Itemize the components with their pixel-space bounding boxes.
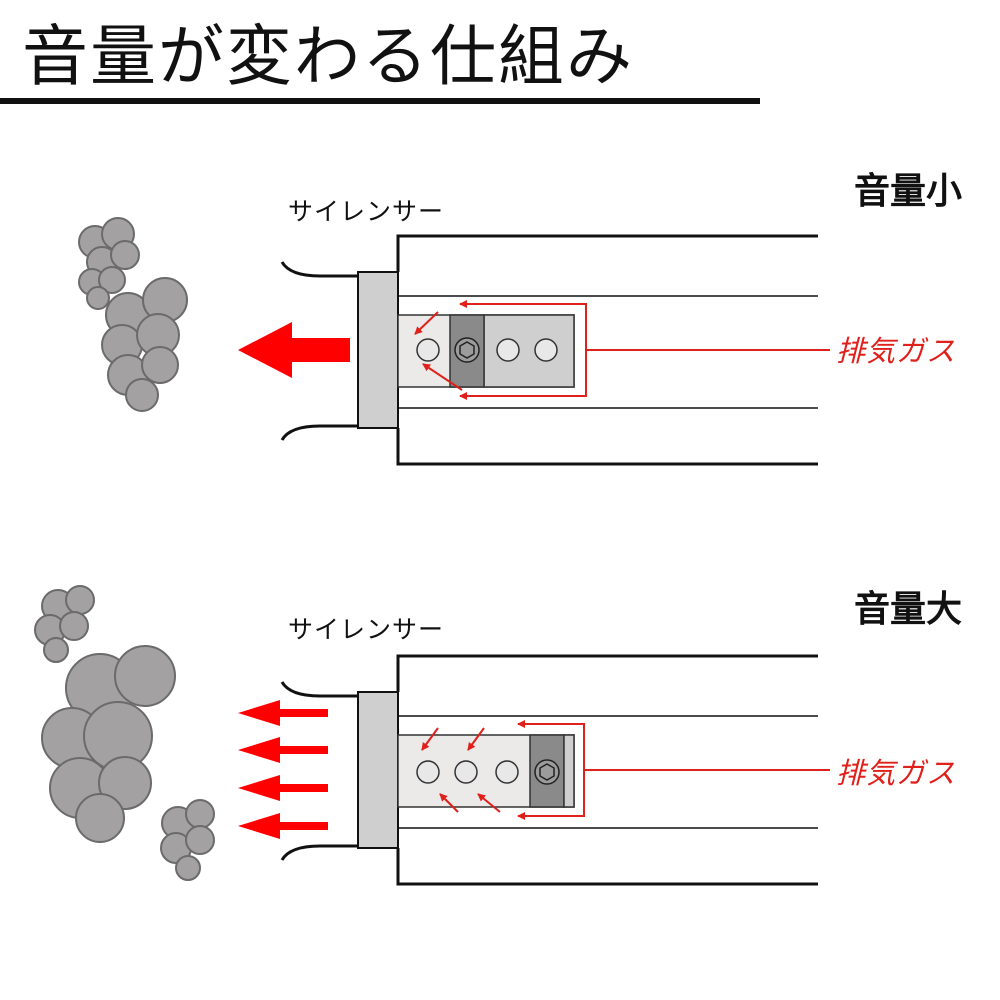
smoke-cloud-icon (34, 585, 95, 663)
diagram-large-volume: サイレンサー 音量大 排気ガス (0, 568, 1000, 978)
silencer-label: サイレンサー (288, 197, 445, 226)
hex-bolt-icon (534, 759, 560, 785)
exhaust-arrow-icon (238, 700, 328, 839)
silencer-diagram-large (34, 585, 830, 886)
volume-level-label: 音量大 (853, 589, 962, 630)
hex-bolt-icon (454, 337, 480, 363)
exhaust-gas-label: 排気ガス (836, 756, 957, 790)
smoke-cloud-icon (160, 799, 215, 881)
page-title: 音量が変わる仕組み (22, 18, 634, 95)
exhaust-gas-label: 排気ガス (836, 334, 957, 368)
exhaust-arrow-icon (238, 322, 350, 378)
gas-flow-arrows (414, 300, 830, 400)
gas-flow-arrows (421, 720, 830, 820)
smoke-cloud-icon (41, 645, 176, 843)
title-underline (0, 98, 760, 104)
smoke-cloud-icon (101, 277, 188, 412)
smoke-cloud-icon (78, 217, 140, 310)
silencer-diagram-small (78, 217, 830, 466)
diagram-small-volume: サイレンサー 音量小 排気ガス (0, 150, 1000, 560)
silencer-label: サイレンサー (288, 615, 445, 644)
volume-level-label: 音量小 (853, 171, 962, 212)
